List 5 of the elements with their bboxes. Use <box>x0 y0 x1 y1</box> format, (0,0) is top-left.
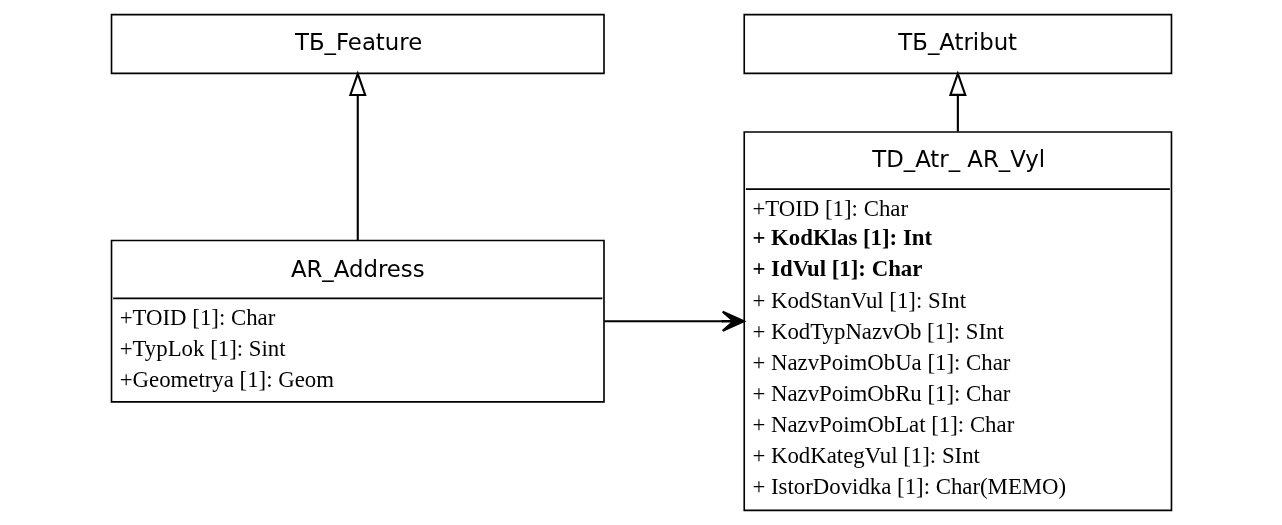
arrow <box>348 70 367 241</box>
node-box: ТБ_Feature <box>110 13 605 75</box>
arrow <box>604 310 745 332</box>
arrow <box>948 70 967 132</box>
node-box: ТБ_Atribut <box>742 13 1172 75</box>
